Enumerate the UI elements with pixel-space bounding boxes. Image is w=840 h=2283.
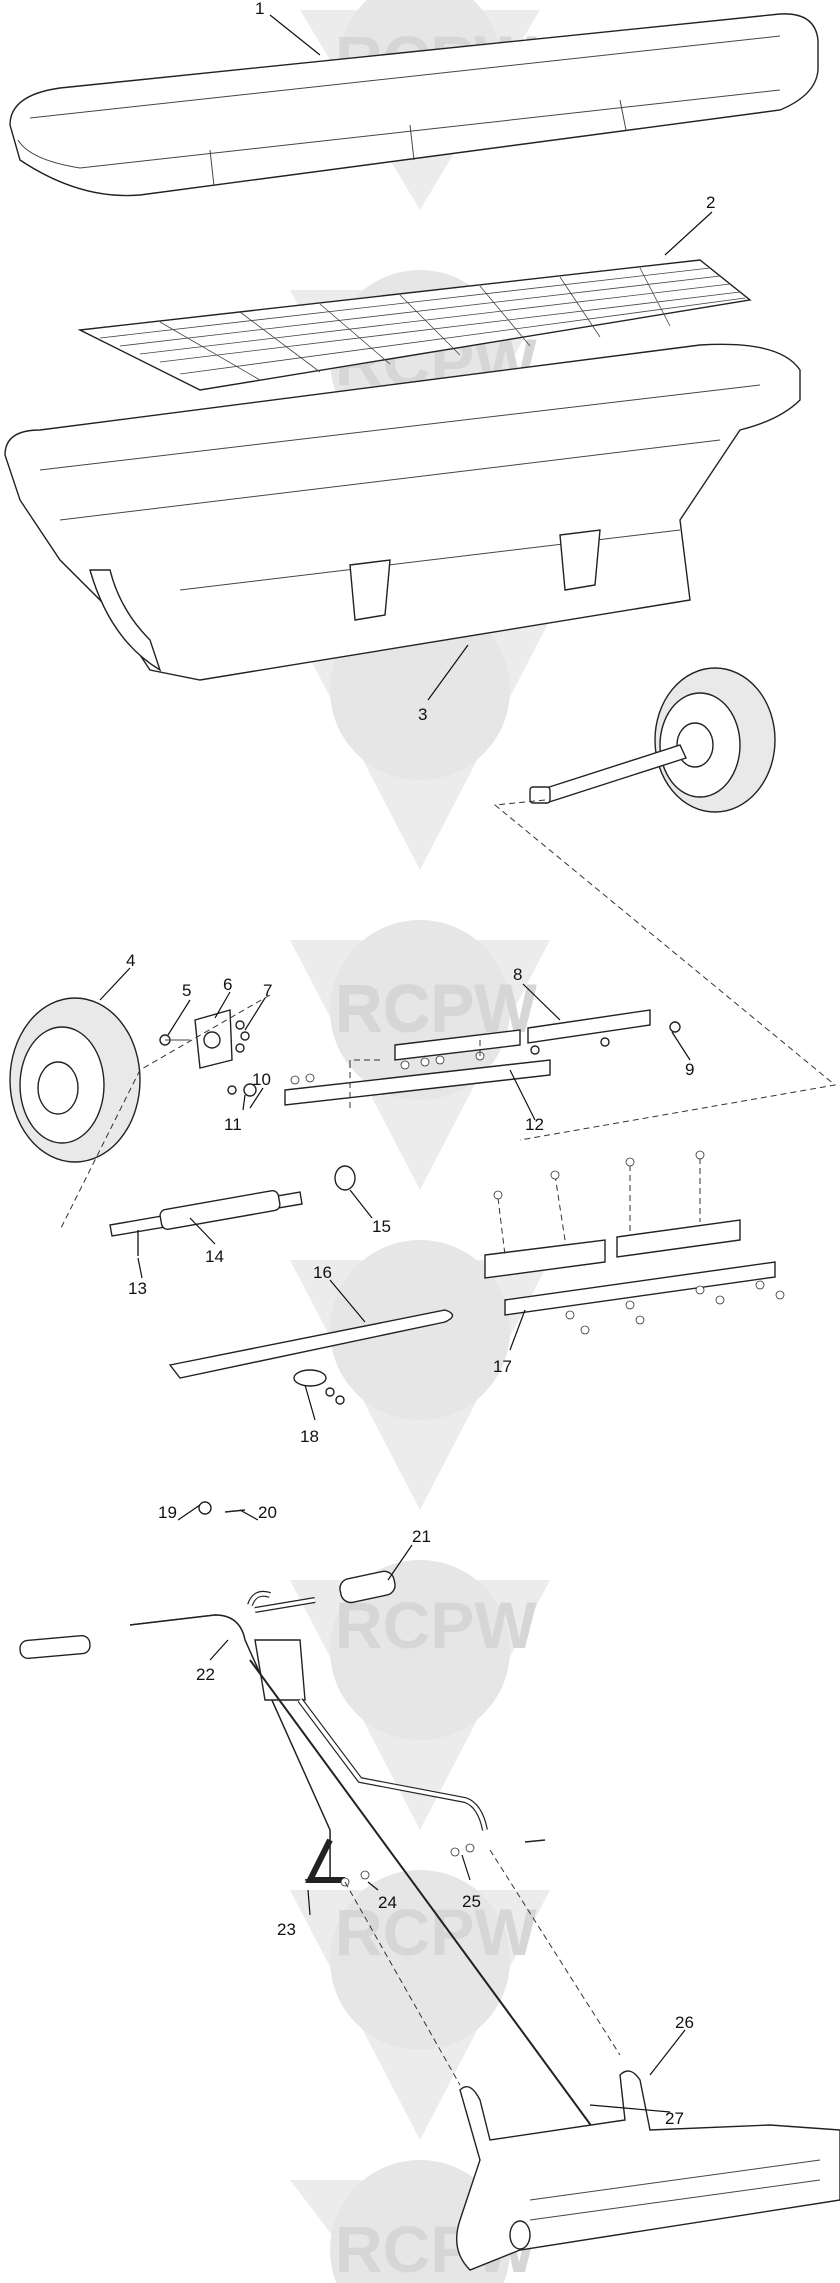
callout-25: 25 <box>462 1892 481 1911</box>
callout-13: 13 <box>128 1279 147 1298</box>
callout-11: 11 <box>224 1115 242 1134</box>
part-wheel-right <box>529 667 776 813</box>
part-bracket <box>159 1009 250 1069</box>
part-lid <box>9 13 819 197</box>
callout-19: 19 <box>158 1503 177 1522</box>
callout-2: 2 <box>706 193 715 212</box>
callout-3: 3 <box>418 705 427 724</box>
watermark-logo: RCPW <box>290 1870 550 2140</box>
part-wheel-left <box>9 997 141 1163</box>
callout-23: 23 <box>277 1920 296 1939</box>
callout-5: 5 <box>182 981 191 1000</box>
baffle-guide-line <box>349 1040 481 1110</box>
part-washers <box>227 1083 257 1097</box>
callout-22: 22 <box>196 1665 215 1684</box>
callout-7: 7 <box>263 981 272 1000</box>
callout-21: 21 <box>412 1527 431 1546</box>
part-handle-assembly <box>19 1501 840 2271</box>
callout-20: 20 <box>258 1503 277 1522</box>
part-gate-assembly <box>168 1150 785 1405</box>
callout-17: 17 <box>493 1357 512 1376</box>
callout-1: 1 <box>255 0 264 18</box>
part-hopper <box>4 343 801 681</box>
part-axle <box>109 1165 356 1256</box>
watermark-logo: RCPW <box>290 970 550 1510</box>
watermark-text: RCPW <box>335 1588 537 1662</box>
watermark-logo: RCPW <box>290 1560 550 1830</box>
axle-guide-line <box>493 799 837 1141</box>
callout-24: 24 <box>378 1893 397 1912</box>
callout-18: 18 <box>300 1427 319 1446</box>
callout-leaders <box>99 14 713 2113</box>
bracket-guide-line <box>59 994 271 1231</box>
callout-labels: 1 2 3 4 5 6 7 8 9 10 11 12 13 14 15 16 1… <box>126 0 715 2128</box>
callout-12: 12 <box>525 1115 544 1134</box>
part-baffle-upper <box>394 1009 681 1061</box>
callout-8: 8 <box>513 965 522 984</box>
callout-16: 16 <box>313 1263 332 1282</box>
callout-14: 14 <box>205 1247 224 1266</box>
part-baffle-lower <box>284 1051 551 1106</box>
watermark-text: RCPW <box>335 1895 537 1969</box>
callout-6: 6 <box>223 975 232 994</box>
callout-10: 10 <box>252 1070 271 1089</box>
callout-15: 15 <box>372 1217 391 1236</box>
callout-26: 26 <box>675 2013 694 2032</box>
part-grate <box>77 259 752 391</box>
watermark-logo: RCPW <box>290 920 550 1190</box>
callout-9: 9 <box>685 1060 694 1079</box>
callout-27: 27 <box>665 2109 684 2128</box>
callout-4: 4 <box>126 951 135 970</box>
